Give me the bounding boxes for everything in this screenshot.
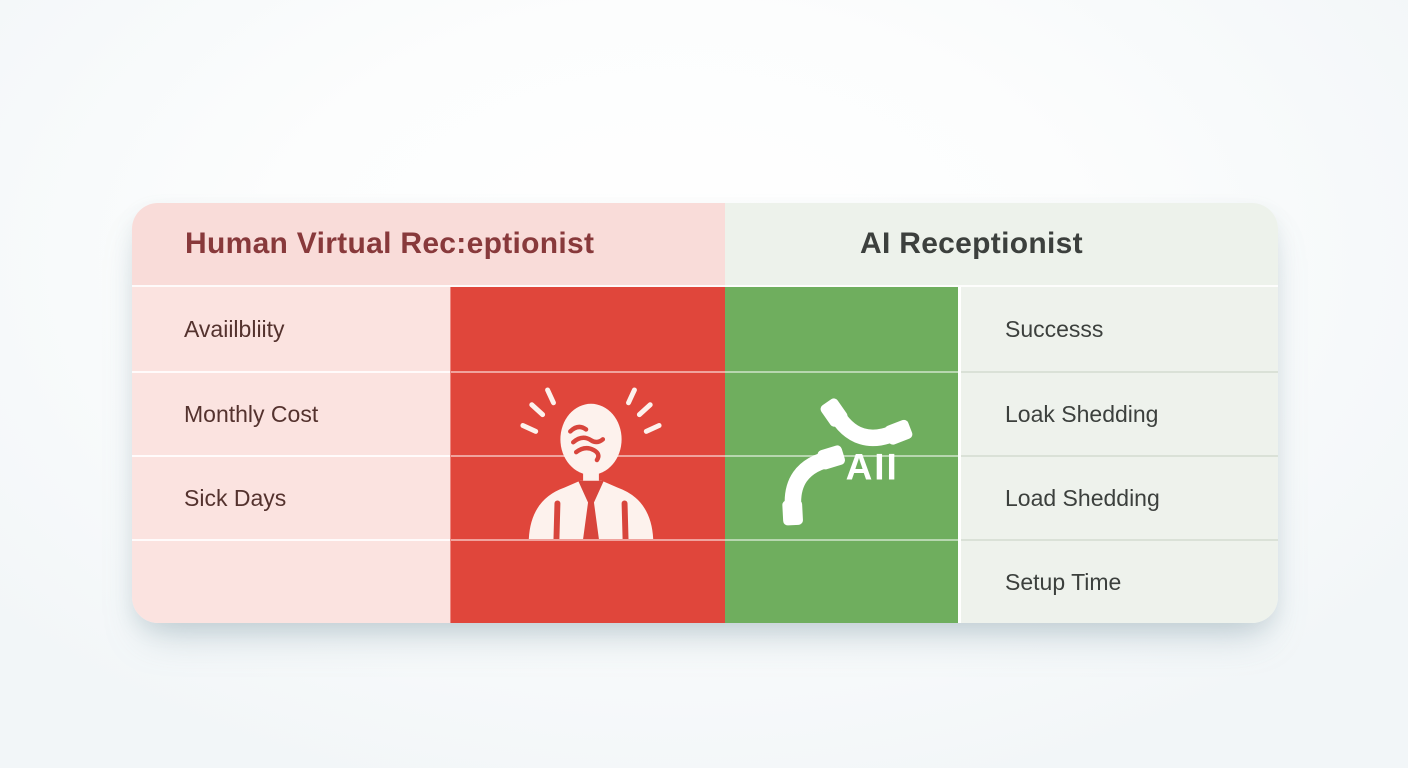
human-feature-column: Avaiilbliity Monthly Cost Sick Days [132,287,450,623]
stressed-person-icon [507,385,675,542]
human-row-label: Sick Days [132,455,450,539]
human-row-label [132,539,450,623]
human-column-title: Human Virtual Rec:eptionist [185,227,595,260]
comparison-card: Human Virtual Rec:eptionist AI Reception… [132,203,1278,623]
ai-row-label: Loak Shedding [961,371,1278,455]
ai-row-label: Load Shedding [961,455,1278,539]
ai-row-label: Setup Time [961,539,1278,623]
human-row-label: Monthly Cost [132,371,450,455]
row-divider [725,539,958,541]
row-divider [725,371,958,373]
ai-accent-column: AII [725,287,958,623]
ai-row-label: Successs [1005,315,1104,342]
ai-badge-text: AII [846,447,899,488]
human-accent-column [450,287,725,623]
row-divider [451,539,725,541]
human-column-header: Human Virtual Rec:eptionist [132,203,725,287]
phone-handsets-icon: AII [765,395,917,531]
row-divider [451,371,725,373]
ai-column-title: AI Receptionist [860,227,1083,260]
ai-column-header: AI Receptionist [725,203,1278,287]
ai-feature-column: Successs Loak Shedding Load Shedding Set… [958,287,1278,623]
human-row-label: Avaiilbliity [184,315,285,342]
